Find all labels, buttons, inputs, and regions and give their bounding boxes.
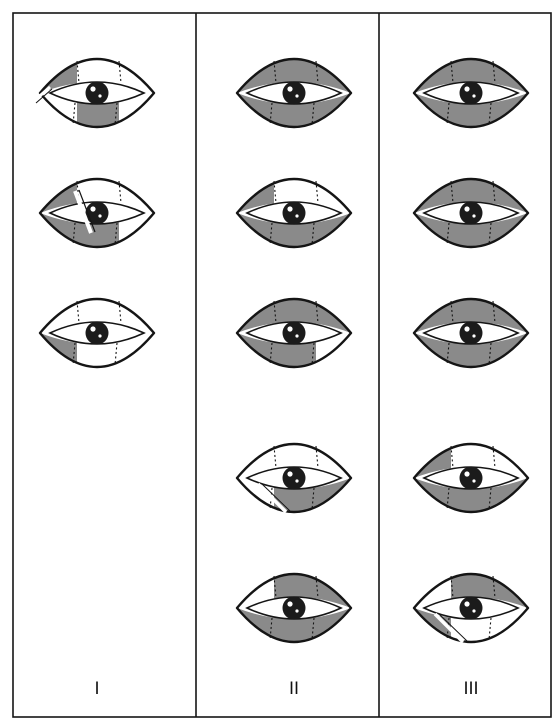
iris: [283, 202, 306, 225]
iris-highlight: [472, 479, 475, 482]
eye-2-4: [237, 444, 356, 516]
column-label-1: I: [94, 679, 99, 699]
iris-highlight: [472, 609, 475, 612]
iris-highlight: [464, 86, 469, 91]
iris: [460, 467, 483, 490]
iris-highlight: [287, 206, 292, 211]
iris-highlight: [295, 609, 298, 612]
iris-highlight: [98, 94, 101, 97]
iris-highlight: [295, 214, 298, 217]
eye-2-5: [232, 570, 356, 646]
iris-highlight: [464, 601, 469, 606]
iris: [283, 322, 306, 345]
iris: [283, 467, 306, 490]
iris: [283, 82, 306, 105]
iris-highlight: [472, 214, 475, 217]
iris: [283, 597, 306, 620]
column-label-2: II: [289, 679, 299, 699]
eyes-layer: [34, 55, 533, 646]
eye-1-2: [35, 175, 154, 251]
iris: [86, 202, 109, 225]
column-label-3: III: [463, 679, 478, 699]
iris-highlight: [90, 326, 95, 331]
iris: [460, 597, 483, 620]
iris-highlight: [295, 94, 298, 97]
iris-highlight: [295, 479, 298, 482]
eye-3-4: [409, 440, 533, 516]
iris-highlight: [98, 214, 101, 217]
iris-highlight: [287, 326, 292, 331]
iris-highlight: [287, 471, 292, 476]
eye-3-2: [409, 175, 533, 251]
iris-highlight: [90, 86, 95, 91]
iris: [86, 82, 109, 105]
eye-1-1: [34, 55, 154, 131]
eye-2-2: [232, 175, 356, 251]
iris-highlight: [90, 206, 95, 211]
iris-highlight: [464, 471, 469, 476]
iris: [460, 82, 483, 105]
eye-2-3: [232, 295, 356, 371]
iris-highlight: [98, 334, 101, 337]
eye-3-3: [409, 295, 533, 371]
eye-3-1: [409, 55, 533, 131]
eye-2-1: [232, 55, 356, 131]
iris: [86, 322, 109, 345]
eye-1-3: [35, 299, 154, 371]
iris-highlight: [295, 334, 298, 337]
iris: [460, 322, 483, 345]
eye-3-5: [409, 570, 533, 646]
iris-highlight: [464, 326, 469, 331]
iris-highlight: [287, 86, 292, 91]
iris-highlight: [472, 334, 475, 337]
iris-highlight: [464, 206, 469, 211]
iris-highlight: [472, 94, 475, 97]
iris-highlight: [287, 601, 292, 606]
iris: [460, 202, 483, 225]
